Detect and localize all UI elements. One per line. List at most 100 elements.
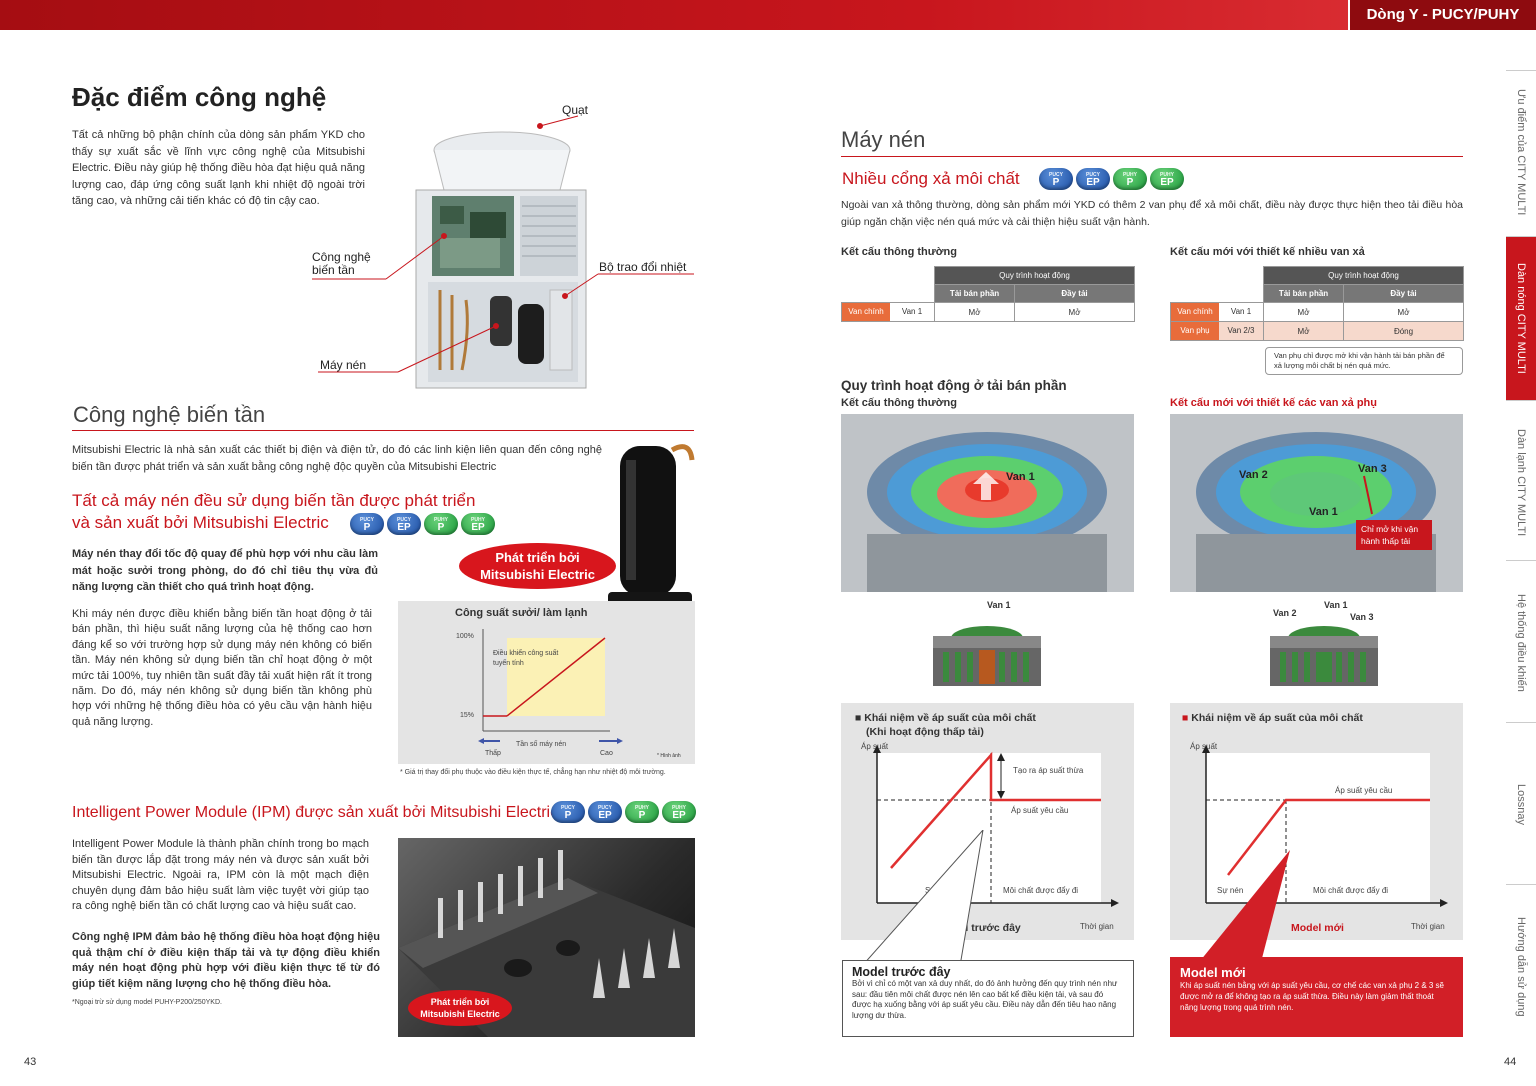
discharge-intro: Ngoài van xả thông thường, dòng sản phẩm… — [841, 199, 1463, 228]
sidebar-item-controls[interactable]: Hệ thống điều khiển — [1506, 560, 1536, 724]
sidebar-item-label: Hệ thống điều khiển — [1515, 593, 1527, 692]
conventional-pressure-chart: ■ Khái niệm về áp suất của môi chất (Khi… — [841, 703, 1134, 940]
van1-label: Van 1 — [1006, 471, 1035, 483]
y-axis-label: Áp suất — [1190, 742, 1218, 751]
inverter-bold-paragraph: Máy nén thay đổi tốc độ quay để phù hợp … — [72, 548, 378, 593]
compressor-image — [600, 440, 700, 620]
heat-exchanger-label: Bộ trao đổi nhiệt — [599, 260, 687, 274]
chart-x-low: Thấp — [485, 750, 501, 757]
process-new: Kết cấu mới với thiết kế các van xả phụ — [1170, 397, 1377, 409]
process-conventional: Kết cấu thông thường — [841, 397, 957, 409]
chart-footnote: * Giá trị thay đổi phụ thuộc vào điều ki… — [400, 769, 666, 776]
outdoor-unit-illustration — [410, 120, 595, 392]
chart-y-low: 15% — [460, 712, 475, 719]
conventional-scroll-image: Van 1 — [841, 414, 1134, 592]
sidebar-item-lossnay[interactable]: Lossnay — [1506, 722, 1536, 886]
ipm-title: Intelligent Power Module (IPM) được sản … — [72, 804, 559, 821]
new-model-box: Model mới Khi áp suất nén bằng với áp su… — [1170, 957, 1463, 1037]
inverter-label: Công nghệ biến tần — [312, 250, 371, 277]
compression-label: Sự nén — [1217, 886, 1244, 895]
new-model-desc: Khi áp suất nén bằng với áp suất yêu cầu… — [1180, 981, 1444, 1012]
callout-pointers — [860, 830, 1290, 967]
overpressure-label: Tạo ra áp suất thừa — [1013, 766, 1084, 775]
van1-label: Van 1 — [987, 600, 1011, 610]
van1-label: Van 1 — [1309, 506, 1338, 518]
sidebar-item-guide[interactable]: Hướng dẫn sử dụng — [1506, 884, 1536, 1048]
compressor-section-title: Máy nén — [841, 127, 926, 152]
chart-y-top: 100% — [456, 633, 474, 640]
required-pressure-label: Áp suất yêu cầu — [1335, 786, 1393, 795]
y-axis-label: Áp suất — [861, 742, 889, 751]
ipm-paragraph: Intelligent Power Module là thành phần c… — [72, 838, 369, 913]
callout-lines — [312, 115, 694, 373]
van2-label: Van 2 — [1273, 608, 1297, 618]
series-label: Dòng Y - PUCY/PUHY — [1348, 0, 1536, 30]
sidebar-item-advantages[interactable]: Ưu điểm của CITY MULTI — [1506, 70, 1536, 234]
chart-x-label: Tần số máy nén — [516, 741, 567, 748]
old-model-title: Model trước đây — [852, 965, 951, 979]
sidebar-item-label: Dàn lạnh CITY MULTI — [1515, 428, 1527, 537]
sidebar-item-label: Hướng dẫn sử dụng — [1515, 916, 1527, 1017]
van2-label: Van 2 — [1239, 469, 1268, 481]
ipm-photo — [398, 838, 695, 1037]
compressor-label: Máy nén — [320, 358, 367, 372]
model-axis-label: Model mới — [1291, 922, 1344, 934]
chart-subtitle: (Khi hoạt động thấp tải) — [866, 726, 984, 738]
conventional-title: Kết cấu thông thường — [841, 246, 957, 258]
chart-title: ■ Khái niệm về áp suất của môi chất — [1182, 712, 1363, 724]
sidebar-item-label: Ưu điểm của CITY MULTI — [1515, 89, 1527, 216]
inverter-section-title: Công nghệ biến tần — [73, 402, 266, 427]
sidebar-item-outdoor[interactable]: Dàn nóng CITY MULTI — [1506, 236, 1536, 400]
fan-label: Quạt — [562, 103, 589, 117]
old-model-desc: Bởi vì chỉ có một van xả duy nhất, do đó… — [852, 979, 1118, 1020]
ipm-footnote: *Ngoại trừ sử dụng model PUHY-P200/250YK… — [72, 999, 222, 1006]
capacity-chart: Công suất sưởi/ làm lạnh 100% 15% Điều k… — [398, 601, 695, 764]
new-cross-section: Van 1 Van 2 Van 3 — [1270, 600, 1378, 690]
new-model-title: Model mới — [1180, 965, 1246, 980]
page-number-left: 43 — [24, 1056, 37, 1068]
sidebar-item-label: Dàn nóng CITY MULTI — [1515, 263, 1527, 374]
page-number-right: 44 — [1504, 1056, 1517, 1068]
page-title: Đặc điểm công nghệ — [72, 82, 327, 112]
x-axis-label: Thời gian — [1080, 922, 1114, 931]
sidebar-item-label: Lossnay — [1515, 784, 1527, 825]
divider — [72, 430, 694, 431]
chart-note-2: tuyến tính — [493, 660, 524, 667]
section-sidebar: Ưu điểm của CITY MULTI Dàn nóng CITY MUL… — [1506, 70, 1536, 1070]
van3-label: Van 3 — [1350, 612, 1374, 622]
van1-label: Van 1 — [1324, 600, 1348, 610]
old-model-box: Model trước đây Bởi vì chỉ có một van xả… — [842, 960, 1134, 1037]
inverter-intro: Mitsubishi Electric là nhà sản xuất các … — [72, 444, 602, 473]
inverter-subtitle-line1: Tất cả máy nén đều sử dụng biến tần được… — [72, 491, 476, 510]
intro-paragraph: Tất cả những bộ phận chính của dòng sản … — [72, 129, 365, 207]
process-title: Quy trình hoạt động ở tải bán phần — [841, 378, 1067, 393]
discharge-subtitle: Nhiều cổng xả môi chất — [842, 169, 1020, 188]
x-axis-label: Thời gian — [1411, 922, 1445, 931]
table-note: Van phụ chỉ được mở khi vận hành tải bán… — [1265, 347, 1463, 375]
top-banner — [0, 0, 1536, 30]
inverter-paragraph: Khi máy nén được điều khiển bằng biến tầ… — [72, 608, 372, 728]
push-label: Môi chất được đẩy đi — [1003, 886, 1079, 895]
chart-image-note: * Hình ảnh — [657, 753, 681, 759]
required-pressure-label: Áp suất yêu cầu — [1011, 806, 1069, 815]
chart-note-1: Điều khiển công suất — [493, 650, 559, 657]
chart-x-high: Cao — [600, 750, 613, 757]
sidebar-item-indoor[interactable]: Dàn lạnh CITY MULTI — [1506, 400, 1536, 564]
